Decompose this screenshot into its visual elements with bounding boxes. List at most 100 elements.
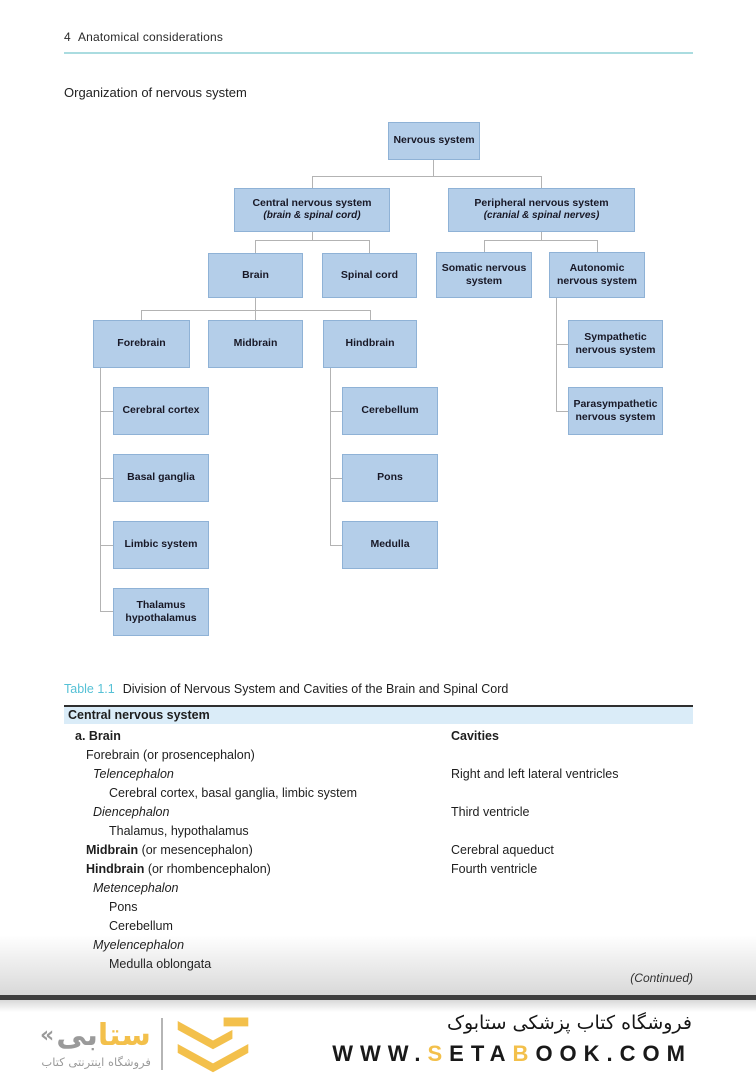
connector-line <box>484 240 485 252</box>
header-rule <box>64 52 693 54</box>
connector-line <box>330 368 331 545</box>
table-cell-structure: Diencephalon <box>93 805 170 819</box>
table-cell-structure: Pons <box>109 900 138 914</box>
brand-divider <box>160 1018 163 1070</box>
flow-node-peripheral-nervous-system: Peripheral nervous system(cranial & spin… <box>448 188 635 232</box>
wordmark-gray-part: بی <box>56 1018 98 1053</box>
flow-node-somatic-nervous-system: Somatic nervous system <box>436 252 532 298</box>
table-cell-structure: a. Brain <box>75 729 121 743</box>
flow-node-basal-ganglia: Basal ganglia <box>113 454 209 502</box>
setabook-wordmark-block: « بی ستا فروشگاه اینترنتی کتاب <box>40 1019 151 1070</box>
table-cell-cavity: Cerebral aqueduct <box>451 843 554 857</box>
table-section-header: Central nervous system <box>64 705 693 724</box>
connector-line <box>556 298 557 411</box>
connector-line <box>556 411 568 412</box>
page-bottom-shadow <box>0 935 756 995</box>
table-cell-cavity: Right and left lateral ventricles <box>451 767 619 781</box>
page-separator-band <box>0 995 756 1000</box>
table-row: Pons <box>64 898 693 917</box>
table-cell-structure: Cerebral cortex, basal ganglia, limbic s… <box>109 786 358 800</box>
url-text: ETA <box>449 1041 513 1066</box>
table-cell-structure: Midbrain (or mesencephalon) <box>86 843 253 857</box>
connector-line <box>100 478 113 479</box>
table-row: Metencephalon <box>64 879 693 898</box>
table-row: Cerebellum <box>64 917 693 936</box>
connector-line <box>312 176 313 188</box>
connector-line <box>541 232 542 241</box>
connector-line <box>100 411 113 412</box>
table-row: Medulla oblongata <box>64 955 693 974</box>
table-continued-note: (Continued) <box>64 971 693 985</box>
flow-node-forebrain: Forebrain <box>93 320 190 368</box>
table-number: Table 1.1 <box>64 682 115 696</box>
table-caption-text: Division of Nervous System and Cavities … <box>122 682 509 696</box>
flow-node-thalamus-hypothalamus: Thalamus hypothalamus <box>113 588 209 636</box>
table-cell-cavity: Cavities <box>451 729 499 743</box>
table-row: Myelencephalon <box>64 936 693 955</box>
url-text: WWW. <box>332 1041 428 1066</box>
connector-line <box>597 240 598 252</box>
flow-node-pons: Pons <box>342 454 438 502</box>
table-row: Cerebral cortex, basal ganglia, limbic s… <box>64 784 693 803</box>
connector-line <box>330 411 342 412</box>
store-name-fa: فروشگاه کتاب پزشکی ستابوک <box>446 1012 692 1034</box>
url-accent-letter: S <box>427 1041 450 1066</box>
connector-line <box>370 310 371 320</box>
table-cell-structure: Forebrain (or prosencephalon) <box>86 748 255 762</box>
connector-line <box>141 310 370 311</box>
section-title: Organization of nervous system <box>64 85 247 100</box>
table-cell-structure: Thalamus, hypothalamus <box>109 824 249 838</box>
table-row: Diencephalon Third ventricle <box>64 803 693 822</box>
connector-line <box>141 310 142 320</box>
setabook-chevron-emblem-icon <box>177 1017 249 1073</box>
flow-node-hindbrain: Hindbrain <box>323 320 417 368</box>
running-header: 4 Anatomical considerations <box>64 30 224 44</box>
connector-line <box>330 478 342 479</box>
flow-node-parasympathetic-nervous-system: Parasympathetic nervous system <box>568 387 663 435</box>
footer-url[interactable]: WWW.SETABOOK.COM <box>332 1041 692 1067</box>
connector-line <box>255 240 370 241</box>
setabook-logo[interactable]: « بی ستا فروشگاه اینترنتی کتاب <box>40 1014 253 1074</box>
table-row: a. Brain Cavities <box>64 727 693 746</box>
brand-tagline: فروشگاه اینترنتی کتاب <box>41 1055 151 1069</box>
connector-line <box>312 176 542 177</box>
connector-line <box>556 344 568 345</box>
footer-top-shadow <box>0 1000 756 1012</box>
table-cell-cavity: Third ventricle <box>451 805 530 819</box>
flow-node-nervous-system: Nervous system <box>388 122 480 160</box>
double-chevron-glyph: « <box>40 1023 55 1048</box>
connector-line <box>100 368 101 612</box>
table-row: Hindbrain (or rhombencephalon) Fourth ven… <box>64 860 693 879</box>
connector-line <box>255 298 256 320</box>
table-row: Forebrain (or prosencephalon) <box>64 746 693 765</box>
flow-node-midbrain: Midbrain <box>208 320 303 368</box>
setabook-wordmark: « بی ستا <box>40 1019 151 1053</box>
flow-node-spinal-cord: Spinal cord <box>322 253 417 298</box>
connector-line <box>312 232 313 241</box>
table-cell-structure: Hindbrain (or rhombencephalon) <box>86 862 271 876</box>
connector-line <box>541 176 542 188</box>
footer: « بی ستا فروشگاه اینترنتی کتاب فروشگاه ک… <box>0 1012 756 1080</box>
flow-node-autonomic-nervous-system: Autonomic nervous system <box>549 252 645 298</box>
connector-line <box>484 240 598 241</box>
table-caption: Table 1.1 Division of Nervous System and … <box>64 682 508 696</box>
table-row: Thalamus, hypothalamus <box>64 822 693 841</box>
table-row: Midbrain (or mesencephalon) Cerebral aque… <box>64 841 693 860</box>
connector-line <box>369 240 370 253</box>
table-cell-structure: Medulla oblongata <box>109 955 211 974</box>
table-cell-structure: Cerebellum <box>109 919 173 933</box>
url-accent-letter: B <box>512 1041 536 1066</box>
connector-line <box>330 545 342 546</box>
table-cell-structure: Metencephalon <box>93 881 179 895</box>
table-cell-structure: Telencephalon <box>93 767 174 781</box>
table-cell-structure: Myelencephalon <box>93 936 184 955</box>
flow-node-limbic-system: Limbic system <box>113 521 209 569</box>
connector-line <box>100 611 113 612</box>
table-row: Telencephalon Right and left lateral vent… <box>64 765 693 784</box>
url-text: OOK.COM <box>535 1041 692 1066</box>
connector-line <box>100 545 113 546</box>
flow-node-sympathetic-nervous-system: Sympathetic nervous system <box>568 320 663 368</box>
table-cell-cavity: Fourth ventricle <box>451 862 538 876</box>
